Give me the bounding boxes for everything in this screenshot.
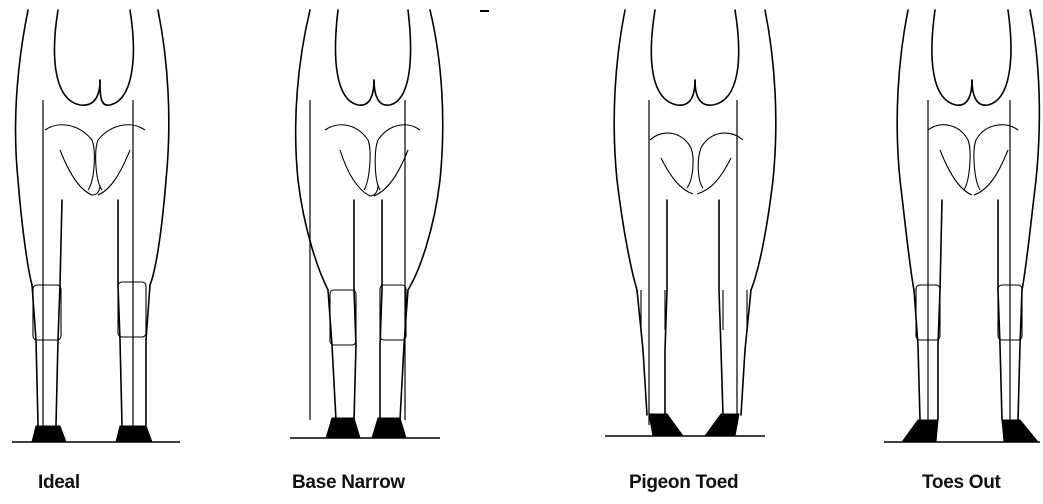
horse-legs-pigeon-toed-drawing	[595, 0, 795, 460]
caption-pigeon-toed: Pigeon Toed	[629, 472, 738, 494]
horse-legs-ideal-drawing	[0, 0, 200, 460]
caption-base-narrow: Base Narrow	[292, 472, 405, 494]
caption-ideal: Ideal	[38, 472, 80, 494]
horse-legs-base-narrow-drawing	[270, 0, 470, 460]
figure-pigeon-toed: Pigeon Toed	[595, 0, 795, 504]
stray-mark	[480, 10, 489, 12]
figure-toes-out: Toes Out	[880, 0, 1043, 504]
caption-toes-out: Toes Out	[922, 472, 1001, 494]
horse-legs-toes-out-drawing	[880, 0, 1043, 460]
figure-ideal: Ideal	[0, 0, 200, 504]
figure-base-narrow: Base Narrow	[270, 0, 470, 504]
